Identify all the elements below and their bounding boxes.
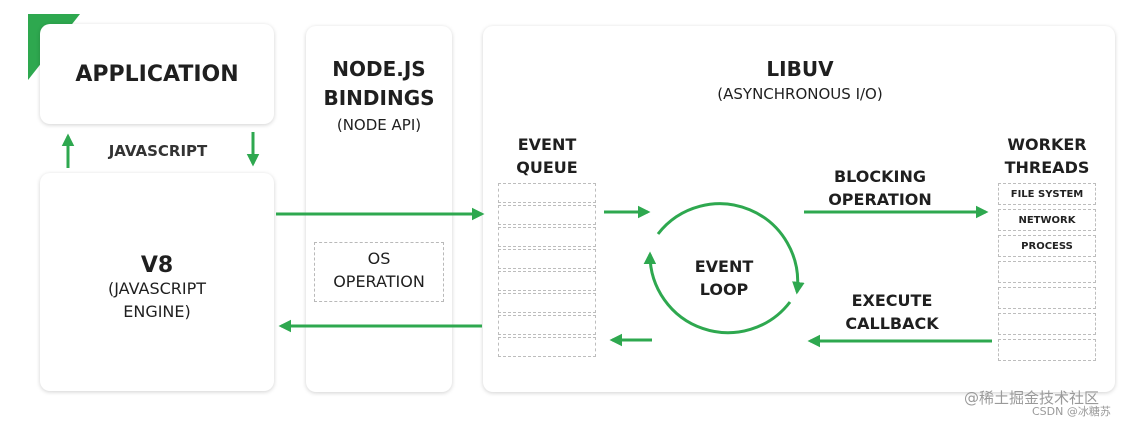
application-panel (40, 24, 274, 124)
event-queue-slot (498, 249, 596, 269)
v8-panel (40, 173, 274, 391)
execute-callback-line1: EXECUTE (851, 291, 933, 310)
event-queue-title-line1: EVENT (517, 135, 577, 154)
worker-threads-title-line1: WORKER (1007, 135, 1087, 154)
watermark-line1: @稀土掘金技术社区 (964, 389, 1100, 407)
event-queue-slot (498, 183, 596, 203)
event-queue-title-line2: QUEUE (516, 158, 578, 177)
watermark-line2: CSDN @冰糖苏 (1032, 405, 1111, 418)
libuv-subtitle: (ASYNCHRONOUS I/O) (717, 85, 883, 103)
event-loop-line1: EVENT (694, 257, 754, 276)
event-queue-slot (498, 227, 596, 247)
event-queue-slot (498, 337, 596, 357)
bindings-title-line1: NODE.JS (332, 57, 426, 81)
worker-thread-slot (998, 313, 1096, 335)
os-operation-box (314, 242, 444, 302)
worker-threads-title-line2: THREADS (1004, 158, 1090, 177)
blocking-operation-line2: OPERATION (828, 190, 932, 209)
os-operation-line1: OS (367, 249, 391, 268)
event-queue-slot (498, 315, 596, 335)
os-operation-line2: OPERATION (333, 272, 425, 291)
worker-thread-slot: FILE SYSTEM (998, 183, 1096, 205)
javascript-label: JAVASCRIPT (108, 142, 208, 160)
v8-subtitle-line2: ENGINE) (123, 302, 191, 321)
v8-subtitle-line1: (JAVASCRIPT (107, 279, 207, 298)
bindings-subtitle: (NODE API) (336, 116, 422, 134)
event-queue-slot (498, 205, 596, 225)
application-title: APPLICATION (75, 62, 239, 87)
event-loop-arc-left (643, 251, 792, 335)
bindings-title-line2: BINDINGS (323, 86, 435, 110)
libuv-title: LIBUV (766, 57, 834, 81)
event-loop-line2: LOOP (699, 280, 749, 299)
execute-callback-line2: CALLBACK (845, 314, 939, 333)
worker-thread-slot: NETWORK (998, 209, 1096, 231)
worker-thread-slot (998, 339, 1096, 361)
v8-title: V8 (140, 253, 174, 278)
event-loop-arc-right (656, 202, 805, 295)
blocking-operation-line1: BLOCKING (833, 167, 927, 186)
bindings-panel (306, 26, 452, 392)
worker-thread-slot (998, 261, 1096, 283)
worker-thread-slot (998, 287, 1096, 309)
event-queue-slot (498, 293, 596, 313)
event-queue-slot (498, 271, 596, 291)
worker-thread-slot: PROCESS (998, 235, 1096, 257)
